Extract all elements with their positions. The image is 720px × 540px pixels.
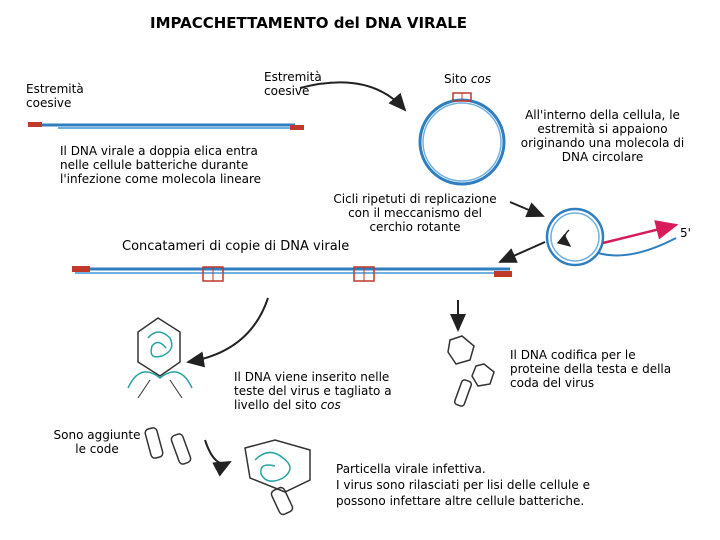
cohesive-ends-left-label-1: Estremità bbox=[26, 82, 84, 96]
circular-dna-text-1: All'interno della cellula, le bbox=[500, 108, 705, 122]
rolling-circle-text-2: con il meccanismo del bbox=[310, 206, 520, 220]
tails-added-label-2: le code bbox=[44, 442, 150, 456]
empty-head-and-tail bbox=[448, 336, 494, 407]
linear-dna-text-2: nelle cellule batteriche durante bbox=[60, 158, 248, 172]
tails-added-label-1: Sono aggiunte bbox=[44, 428, 150, 442]
circular-dna-text-2: estremità si appaiono bbox=[500, 122, 705, 136]
concatamer-dna bbox=[72, 266, 512, 281]
infective-virus-particle bbox=[245, 440, 310, 516]
circular-dna bbox=[420, 93, 504, 184]
linear-dna-text-3: l'infezione come molecola lineare bbox=[60, 172, 261, 186]
arrow-rolling-to-concatamers bbox=[500, 242, 545, 262]
five-prime-label: 5' bbox=[680, 226, 691, 240]
infective-particle-text-3: possono infettare altre cellule batteric… bbox=[336, 494, 584, 508]
arrow-concatamers-to-virus bbox=[188, 298, 268, 362]
infective-particle-text-1: Particella virale infettiva. bbox=[336, 462, 486, 476]
cos-site-label: Sito cos bbox=[444, 72, 491, 86]
rolling-circle bbox=[547, 209, 676, 265]
dna-inserted-text-1: Il DNA viene inserito nelle bbox=[234, 370, 389, 384]
dna-inserted-text-3-italic: cos bbox=[321, 398, 341, 412]
linear-dna bbox=[28, 122, 304, 130]
rolling-circle-text-1: Cicli ripetuti di replicazione bbox=[310, 192, 520, 206]
circular-dna-text-3: originando una molecola di bbox=[500, 136, 705, 150]
dna-inserted-text-2: teste del virus e tagliato a bbox=[234, 384, 392, 398]
encodes-proteins-text-3: coda del virus bbox=[510, 376, 594, 390]
linear-dna-text-1: Il DNA virale a doppia elica entra bbox=[60, 144, 258, 158]
cos-site-italic: cos bbox=[471, 72, 491, 86]
infective-particle-text-2: I virus sono rilasciati per lisi delle c… bbox=[336, 478, 590, 492]
circular-dna-text-4: DNA circolare bbox=[500, 150, 705, 164]
cohesive-ends-left-label-2: coesive bbox=[26, 96, 71, 110]
arrow-to-infective-particle bbox=[205, 440, 230, 464]
page-title: IMPACCHETTAMENTO del DNA VIRALE bbox=[150, 16, 467, 30]
rolling-circle-text-3: cerchio rotante bbox=[310, 220, 520, 234]
cohesive-ends-right-label-2: coesive bbox=[264, 84, 309, 98]
dna-inserted-text-3-prefix: livello del sito bbox=[234, 398, 321, 412]
concatamers-label: Concatameri di copie di DNA virale bbox=[122, 240, 349, 254]
virus-head-with-dna bbox=[128, 318, 192, 398]
cos-site-prefix: Sito bbox=[444, 72, 471, 86]
tails-being-added bbox=[144, 427, 191, 465]
cohesive-ends-right-label-1: Estremità bbox=[264, 70, 322, 84]
encodes-proteins-text-2: proteine della testa e della bbox=[510, 362, 671, 376]
new-strand-arrow bbox=[603, 225, 676, 243]
dna-inserted-text-3: livello del sito cos bbox=[234, 398, 341, 412]
encodes-proteins-text-1: Il DNA codifica per le bbox=[510, 348, 636, 362]
arrow-linear-to-circular bbox=[300, 82, 405, 110]
